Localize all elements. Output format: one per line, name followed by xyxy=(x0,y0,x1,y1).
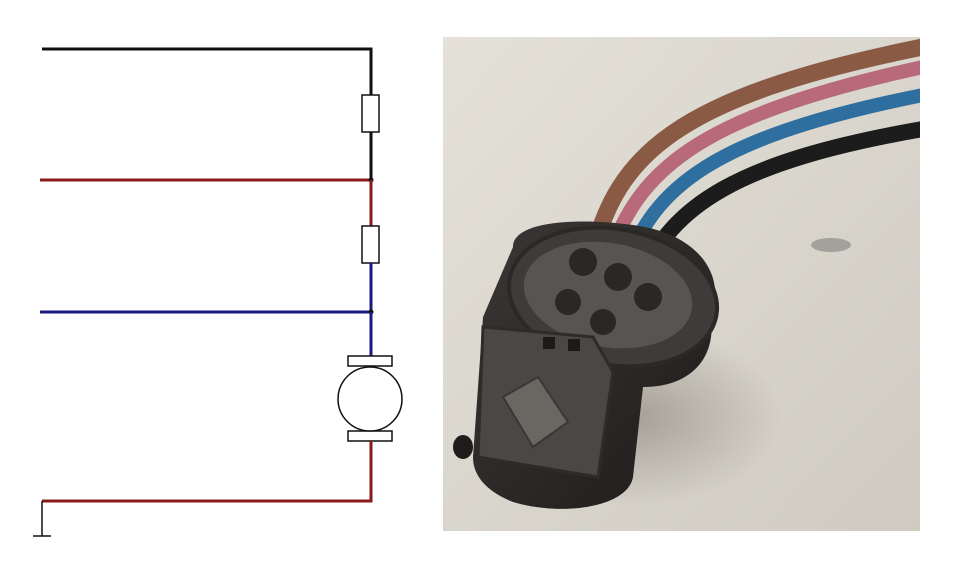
wire-red-bottom xyxy=(42,441,373,503)
resistor-r2 xyxy=(361,225,380,264)
circuit-schematic xyxy=(33,47,403,537)
ground-symbol xyxy=(33,501,51,537)
wire-black xyxy=(42,47,373,95)
connector-body xyxy=(453,221,720,509)
photo-stain xyxy=(811,238,851,252)
resistor-r1 xyxy=(361,94,380,133)
motor-symbol xyxy=(337,355,403,442)
connector-plug-photo xyxy=(443,37,920,531)
